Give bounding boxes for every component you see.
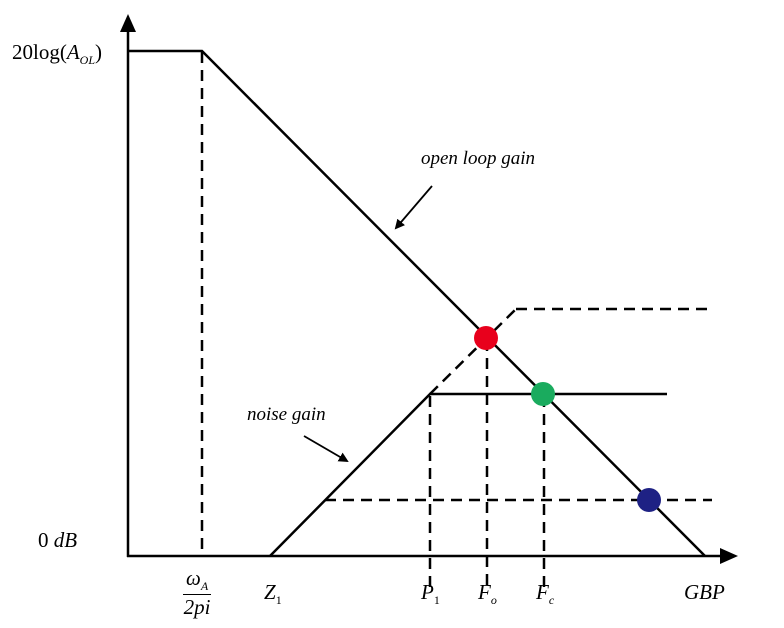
x-axis-arrowhead <box>720 548 738 564</box>
green-intersection-point <box>531 382 555 406</box>
open-loop-gain-annotation: open loop gain <box>421 148 535 169</box>
fo-label: Fo <box>478 580 497 607</box>
omega-a-label: ωA 2pi <box>183 566 212 619</box>
red-intersection-point <box>474 326 498 350</box>
y-axis-zero-label: 0 dB <box>38 528 78 552</box>
noise-gain-pointer <box>303 435 349 463</box>
open-loop-gain-pointer <box>394 185 433 230</box>
gbp-label: GBP <box>684 580 725 604</box>
y-axis-arrowhead <box>120 14 136 32</box>
noise-gain-curve <box>269 392 667 557</box>
noise-gain-dashed-extension <box>429 308 517 395</box>
noise-gain-annotation: noise gain <box>247 404 326 425</box>
blue-intersection-point <box>637 488 661 512</box>
z1-label: Z1 <box>264 580 282 607</box>
y-axis-top-label: 20log(AOL) <box>12 40 102 67</box>
p1-label: P1 <box>421 580 440 607</box>
open-loop-gain-curve <box>128 49 706 557</box>
fc-label: Fc <box>536 580 555 607</box>
